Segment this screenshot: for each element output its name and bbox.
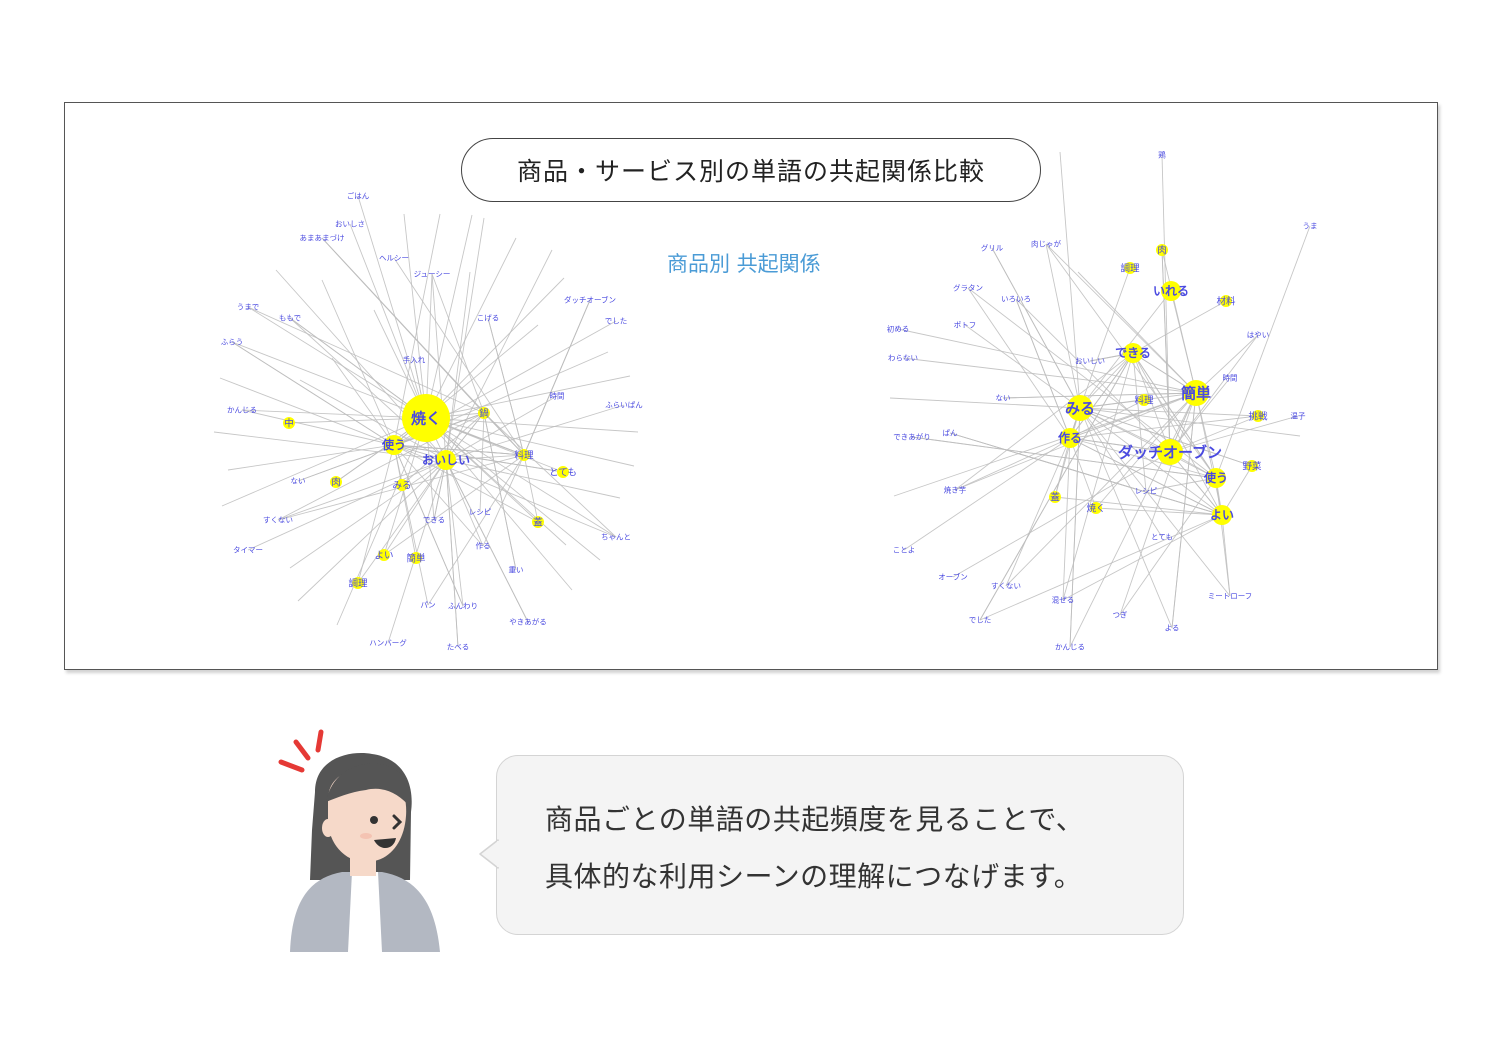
node-label: はやい bbox=[1247, 331, 1270, 340]
node-label: でした bbox=[969, 616, 992, 625]
node-label: 挑戦 bbox=[1248, 410, 1268, 422]
ear bbox=[322, 819, 334, 837]
node-label: 温子 bbox=[1291, 412, 1307, 421]
node-label: 鶏 bbox=[1158, 150, 1166, 160]
labels: 簡単みるダッチオーブン 作る できる使うよい いれる焼く 挑戦野菜 料理 調理 肉蓋 材料レシピ… bbox=[887, 150, 1318, 652]
edge bbox=[904, 438, 1070, 550]
edge bbox=[1222, 515, 1230, 596]
node-label: みる bbox=[1065, 399, 1095, 417]
surprise-marks-icon bbox=[281, 732, 321, 770]
bubble-text-line-2: 具体的な利用シーンの理解につなげます。 bbox=[545, 855, 1082, 895]
node-label: グラタン bbox=[953, 283, 983, 293]
node-label: ポトフ bbox=[954, 321, 977, 330]
person-illustration bbox=[270, 720, 470, 960]
speech-bubble bbox=[496, 755, 1184, 935]
node-label: 肉 bbox=[1157, 244, 1167, 256]
node-label: 蓋 bbox=[1050, 491, 1060, 503]
node-label: よる bbox=[1165, 624, 1180, 633]
bubble-text-line-1: 商品ごとの単語の共起頻度を見ることで、 bbox=[545, 798, 1084, 838]
node-label: つぎ bbox=[1113, 610, 1129, 620]
speech-bubble-tail bbox=[478, 838, 500, 878]
node-label: いれる bbox=[1153, 284, 1189, 298]
node-label: 料理 bbox=[1134, 394, 1154, 406]
node-label: できあがり bbox=[893, 432, 931, 442]
node-label: 混ぜる bbox=[1052, 596, 1075, 605]
node-label: できる bbox=[1115, 346, 1151, 360]
node-label: すくない bbox=[991, 582, 1021, 591]
node-label: 焼く bbox=[1086, 502, 1105, 514]
node-label: 使う bbox=[1203, 470, 1228, 485]
eye-left bbox=[370, 816, 378, 824]
node-label: グリル bbox=[981, 243, 1004, 253]
edge bbox=[980, 515, 1222, 620]
node-label: オーブン bbox=[938, 572, 968, 582]
node-label: ミートローフ bbox=[1208, 592, 1253, 601]
edge bbox=[965, 325, 1080, 408]
node-label: うま bbox=[1303, 222, 1318, 231]
figure-subtitle: 商品別 共起関係 bbox=[667, 248, 821, 278]
node-label: よい bbox=[1210, 508, 1234, 522]
cheek bbox=[360, 833, 372, 839]
node-label: とても bbox=[1151, 533, 1173, 542]
node-label: おいしい bbox=[1075, 357, 1105, 366]
edge bbox=[890, 398, 1080, 408]
node-label: 材料 bbox=[1216, 295, 1236, 307]
node-label: レシピ bbox=[1135, 487, 1158, 496]
edge bbox=[1216, 226, 1310, 478]
edge bbox=[1003, 393, 1196, 398]
node-label: ことよ bbox=[893, 546, 916, 555]
node-label: 初める bbox=[887, 324, 910, 334]
node-label: 作る bbox=[1058, 430, 1082, 445]
edge bbox=[1080, 408, 1222, 515]
edge bbox=[898, 329, 1196, 393]
node-label: 調理 bbox=[1120, 262, 1140, 274]
node-label: かんじる bbox=[1055, 643, 1085, 652]
node-label: ない bbox=[996, 394, 1011, 403]
edge bbox=[1060, 152, 1080, 408]
node-label: 肉じゃが bbox=[1031, 239, 1061, 249]
node-label: 時間 bbox=[1223, 374, 1238, 383]
node-label: ダッチオーブン bbox=[1118, 443, 1222, 461]
node-label: ぱん bbox=[943, 429, 958, 438]
edge bbox=[1046, 244, 1080, 408]
edge bbox=[1006, 438, 1070, 586]
node-label: 野菜 bbox=[1242, 460, 1262, 472]
node-label: 簡単 bbox=[1181, 384, 1211, 402]
figure-title: 商品・サービス別の単語の共起関係比較 bbox=[461, 138, 1041, 202]
shirt bbox=[348, 872, 382, 952]
node-label: 焼き芋 bbox=[944, 486, 967, 495]
node-label: いろいろ bbox=[1001, 295, 1031, 304]
edge bbox=[1133, 301, 1226, 353]
node-label: わらない bbox=[888, 354, 918, 363]
